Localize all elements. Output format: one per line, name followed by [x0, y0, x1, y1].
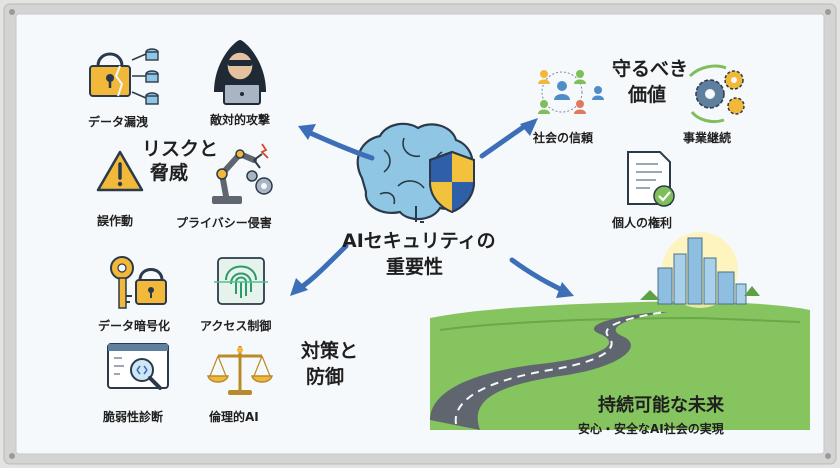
label-adversarial-attack: 敵対的攻撃	[210, 113, 271, 127]
risks-heading-line1: リスクと	[142, 138, 219, 160]
measures-heading-line1: 対策と	[301, 340, 359, 362]
arrow-to-measures	[290, 243, 349, 296]
scales-icon	[207, 346, 273, 395]
arrow-to-risks	[298, 124, 375, 161]
future-landscape	[430, 232, 810, 430]
code-scan-icon	[107, 343, 169, 390]
corner-screw-icon	[9, 453, 15, 459]
values-heading-line1: 守るべき	[612, 58, 689, 80]
community-network-icon	[538, 70, 604, 114]
city-skyline-icon	[640, 232, 760, 308]
center-title-line2: 重要性	[386, 256, 444, 278]
gears-cycle-icon	[688, 64, 745, 124]
corner-screw-icon	[825, 453, 831, 459]
label-vulnerability-assessment: 脆弱性診断	[103, 410, 164, 424]
arrow-to-values	[479, 118, 538, 159]
warning-icon	[96, 150, 144, 192]
center-title-line1: AIセキュリティの	[342, 230, 496, 252]
label-data-leak: データ漏洩	[88, 115, 149, 129]
label-business-continuity: 事業継続	[683, 131, 732, 145]
key-lock-icon	[110, 256, 167, 309]
brain-shield-icon	[356, 122, 475, 223]
fingerprint-icon	[214, 257, 268, 305]
document-check-icon	[627, 151, 675, 207]
hacker-icon	[214, 40, 266, 105]
corner-screw-icon	[825, 9, 831, 15]
label-data-encryption: データ暗号化	[98, 319, 171, 333]
data-leak-icon	[89, 48, 159, 105]
label-malfunction: 誤作動	[97, 214, 134, 228]
corner-screw-icon	[9, 9, 15, 15]
label-privacy-violation: プライバシー侵害	[176, 216, 272, 230]
risks-heading-line2: 脅威	[150, 162, 189, 184]
winding-road	[430, 311, 668, 430]
label-social-trust: 社会の信頼	[533, 131, 594, 145]
future-subtitle: 安心・安全なAI社会の実現	[578, 422, 724, 436]
label-individual-rights: 個人の権利	[612, 216, 673, 230]
robot-arm-icon	[212, 143, 273, 204]
measures-heading-line2: 防御	[306, 366, 345, 388]
arrow-to-future	[509, 257, 574, 298]
future-title: 持続可能な未来	[598, 395, 724, 416]
label-access-control: アクセス制御	[200, 319, 272, 333]
values-heading-line2: 価値	[628, 84, 667, 106]
label-ethical-ai: 倫理的AI	[209, 410, 259, 424]
